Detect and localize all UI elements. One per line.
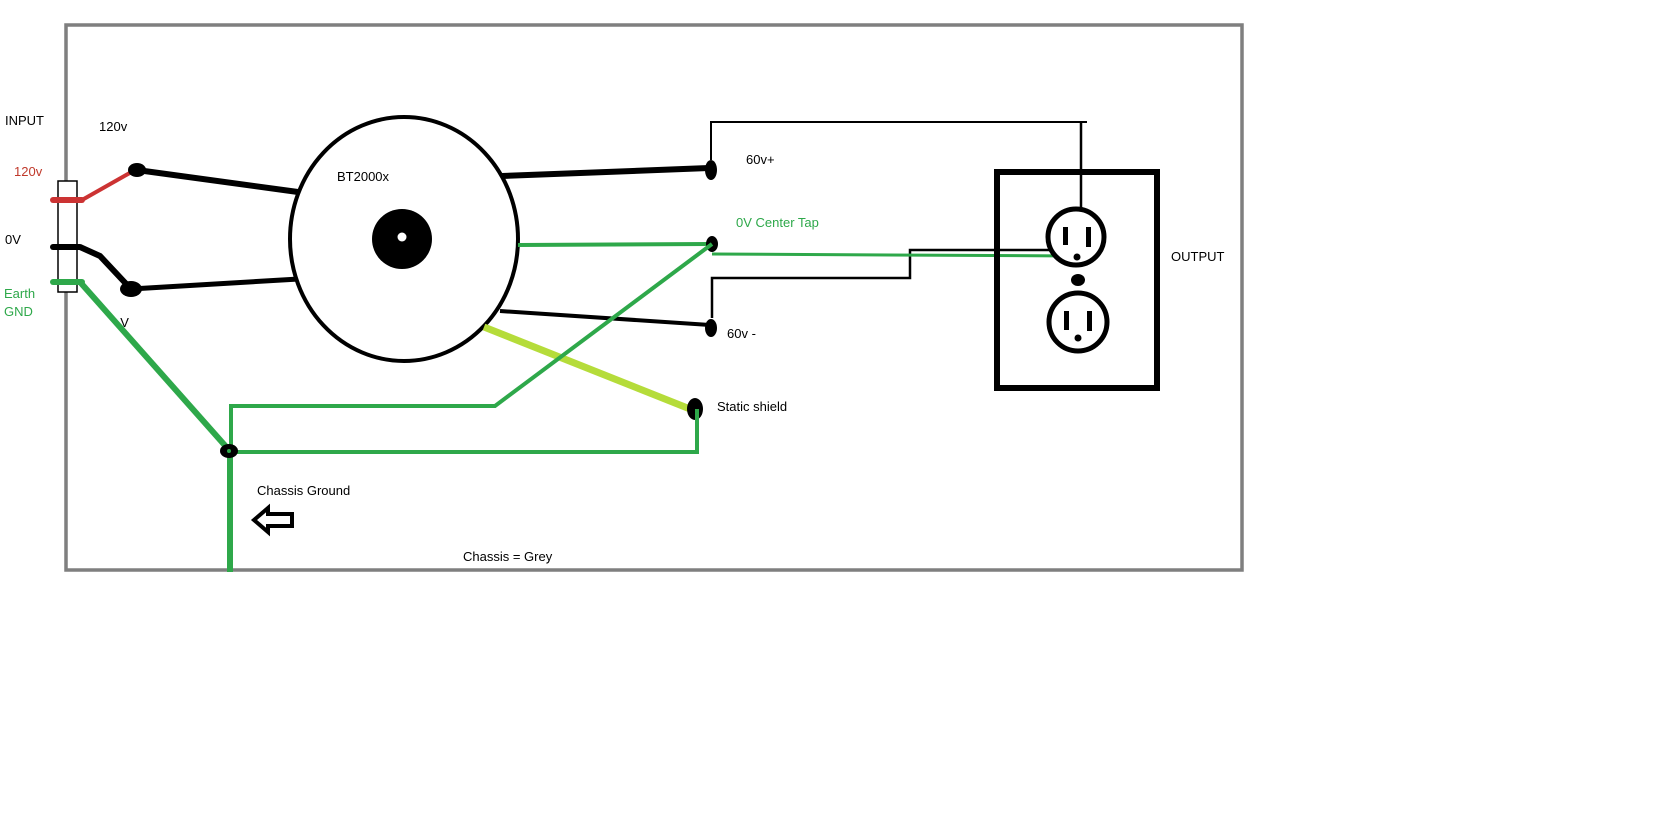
primary-120v-label: 120v [99,119,128,134]
outlet-receptacle-top [1045,206,1107,268]
wire-center-tap [517,242,710,247]
input-120v-label: 120v [14,164,43,179]
wire-120v-primary [136,167,299,195]
wire-0v-primary [130,276,300,292]
wire-60v-plus-to-outlet [710,121,1087,160]
outlet-screw [1071,274,1085,286]
wire-60v-minus-to-outlet [710,248,1060,318]
wire-0v-black [78,244,133,291]
outlet-bottom-slot-left [1064,311,1069,330]
center-tap-label: 0V Center Tap [736,215,819,230]
wire-earth-gnd [77,280,232,452]
transformer-label: BT2000x [337,169,390,184]
output-label: OUTPUT [1171,249,1225,264]
static-shield-label: Static shield [717,399,788,414]
outlet-top-slot-right [1086,227,1091,247]
outlet-bottom-slot-right [1087,311,1092,331]
node-60v-plus [705,160,717,180]
earth-gnd-label: Earth GND [4,286,36,319]
outlet-bottom-ground-hole [1074,334,1082,342]
chassis-outline [64,23,1244,572]
v60-plus-label: 60v+ [746,152,775,167]
node-60v-minus [705,319,717,337]
left-arrow-icon [250,503,294,537]
wire-ground-to-shield [231,409,699,454]
wire-60v-plus [501,165,710,179]
wire-static-shield [482,323,692,413]
duplex-outlet-icon [994,169,1160,391]
input-label: INPUT [5,113,44,128]
outlet-receptacle-bottom [1046,290,1110,354]
wire-ground-to-center-tap [229,242,714,450]
outlet-top-ground-hole [1073,253,1081,261]
primary-0v-label: 0V [113,315,129,330]
node-ground-center [227,449,231,453]
input-terminal-strip [57,180,78,293]
v60-minus-label: 60v - [727,326,756,341]
wire-center-tap-to-outlet [711,252,1076,258]
chassis-note-label: Chassis = Grey [463,549,553,564]
wire-60v-minus [499,309,711,327]
wire-120v-red [81,168,136,202]
outlet-top-slot-left [1063,227,1068,245]
chassis-ground-label: Chassis Ground [257,483,351,498]
input-0v-label: 0V [5,232,21,247]
transformer-core-hole [397,232,407,242]
